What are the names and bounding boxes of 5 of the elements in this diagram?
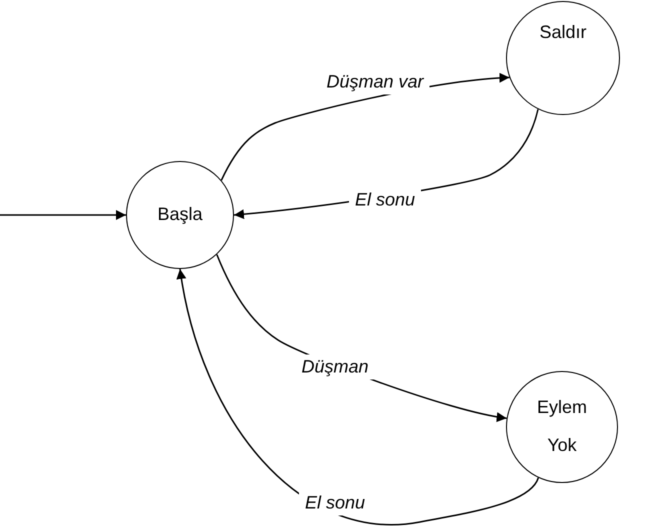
arrow	[176, 268, 539, 526]
arrow	[0, 210, 126, 220]
state-name: Saldır	[538, 22, 588, 44]
state-name: Eylem Yok	[537, 396, 587, 457]
state-name: Başla	[156, 204, 204, 226]
